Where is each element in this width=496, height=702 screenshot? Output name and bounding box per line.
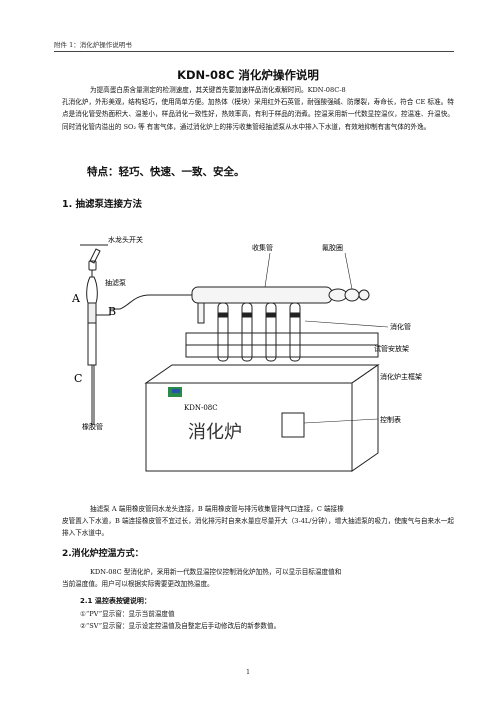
document-title: KDN-08C 消化炉操作说明 bbox=[177, 68, 319, 82]
label-frame: 消化炉主框架 bbox=[380, 372, 422, 381]
digestion-tubes bbox=[217, 302, 301, 362]
label-digest-tube: 消化管 bbox=[390, 322, 411, 331]
label-faucet: 水龙头开关 bbox=[108, 235, 143, 244]
label-controller: 控制表 bbox=[380, 415, 401, 424]
furnace-box bbox=[144, 364, 380, 472]
temp-paragraph: 当前温度值。用户可以根据实际需要更改加热温度。 bbox=[62, 580, 214, 588]
label-rack: 试管安放架 bbox=[374, 344, 409, 353]
intro-first-line: 为提高蛋白质含量测定的检测速度，其关键首先要加速样品消化煮解时间。KDN-08C… bbox=[90, 86, 346, 94]
faucet-icon bbox=[80, 244, 108, 277]
pump-paragraph: 皮管置入下水道，B 端连接橡皮管不宜过长，消化排污时自来水量应尽量开大（3-4L… bbox=[62, 517, 454, 538]
pump-icon bbox=[86, 276, 120, 425]
pump-paragraph-first-line: 抽滤泵 A 端用橡皮管同水龙头连接，B 端用橡皮管与排污收集管排气口连接，C 端… bbox=[90, 505, 344, 513]
label-c: C bbox=[74, 372, 82, 385]
label-pump: 抽滤泵 bbox=[105, 278, 126, 287]
label-furnace: 消化炉 bbox=[188, 422, 242, 443]
list-item-sv: ②“SV”显示窗：显示设定控温值及自整定后手动修改后的新参数值。 bbox=[80, 622, 281, 630]
brand-logo-icon bbox=[168, 387, 182, 397]
label-rubber-ring: 氟胶圈 bbox=[322, 243, 343, 252]
label-a: A bbox=[71, 292, 81, 305]
section-1-heading: 1. 抽滤泵连接方法 bbox=[62, 199, 143, 210]
list-item-pv: ①“PV”显示窗：显示当前温度值 bbox=[80, 610, 175, 618]
label-collect-pipe: 收集管 bbox=[252, 243, 273, 252]
section-2-heading: 2.消化炉控温方式： bbox=[62, 549, 144, 559]
label-model: KDN-08C bbox=[184, 404, 218, 412]
section-2-1-heading: 2.1 温控表按键说明： bbox=[80, 597, 151, 605]
pump-connection-diagram: 水龙头开关 抽滤泵 A B C 橡胶管 收集管 氟胶圈 消化管 bbox=[71, 235, 422, 472]
collector-pipe bbox=[191, 286, 370, 324]
label-b: B bbox=[108, 305, 116, 318]
page-header: 附件 1：消化炉操作说明书 bbox=[54, 41, 132, 49]
tube-rack bbox=[185, 332, 379, 358]
intro-paragraph: 孔消化炉，外形美观，结构轻巧，使用简单方便。加热体（模块）采用红外石英管，耐强酸… bbox=[62, 98, 454, 131]
temp-paragraph-first-line: KDN-08C 型消化炉，采用新一代数显温控仪控制消化炉加热，可以显示目标温度值… bbox=[90, 568, 342, 576]
label-rubber-tube: 橡胶管 bbox=[82, 422, 103, 431]
page-number: 1 bbox=[246, 669, 250, 676]
features-line: 特点：轻巧、快速、一致、安全。 bbox=[87, 166, 245, 178]
header-divider bbox=[54, 51, 454, 52]
